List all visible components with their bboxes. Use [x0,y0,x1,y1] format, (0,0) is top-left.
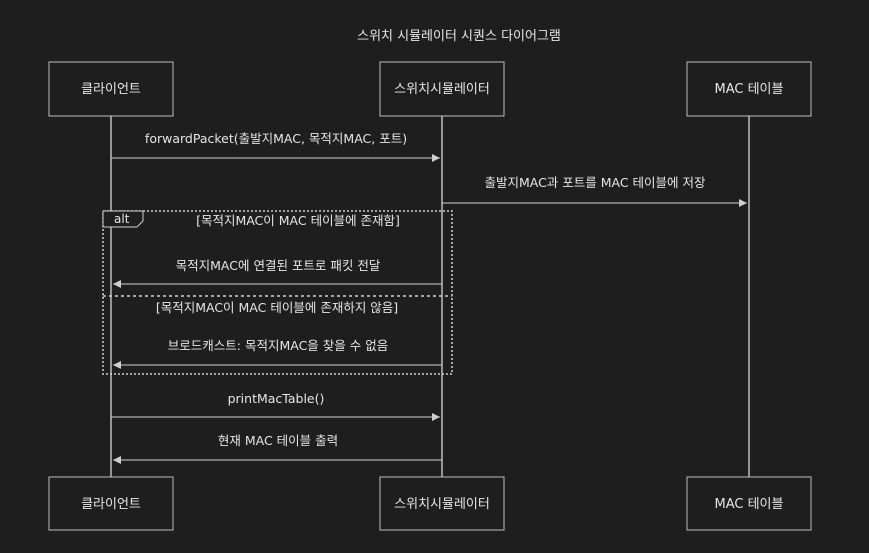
message-store-mac-label: 출발지MAC과 포트를 MAC 테이블에 저장 [484,175,706,190]
alt-frame-tab [102,210,144,228]
message-forward-packet-label: forwardPacket(출발지MAC, 목적지MAC, 포트) [145,131,407,146]
switch-box-top [379,61,505,117]
message-print-mac-table-label: printMacTable() [228,391,325,406]
message-broadcast-label: 브로드캐스트: 목적지MAC을 찾을 수 없음 [168,338,388,353]
mac-table-label-top: MAC 테이블 [715,82,784,97]
client-label-top: 클라이언트 [81,82,141,97]
client-box-bottom [48,476,174,531]
switch-box-bottom [379,476,505,531]
mac-table-box-bottom [686,476,812,531]
alt-keyword: alt [114,212,130,226]
switch-label-bottom: 스위치시뮬레이터 [394,497,490,512]
mac-table-box-top [686,61,812,117]
client-box-top [48,61,174,117]
alt-condition-exists: [목적지MAC이 MAC 테이블에 존재함] [196,213,400,228]
message-output-mac-table-label: 현재 MAC 테이블 출력 [218,433,338,448]
diagram-title: 스위치 시뮬레이터 시퀀스 다이어그램 [357,29,561,44]
mac-table-label-bottom: MAC 테이블 [715,497,784,512]
client-label-bottom: 클라이언트 [81,497,141,512]
switch-label-top: 스위치시뮬레이터 [394,82,490,97]
alt-condition-not-exists: [목적지MAC이 MAC 테이블에 존재하지 않음] [156,300,398,315]
message-forward-port-label: 목적지MAC에 연결된 포트로 패킷 전달 [176,258,381,273]
